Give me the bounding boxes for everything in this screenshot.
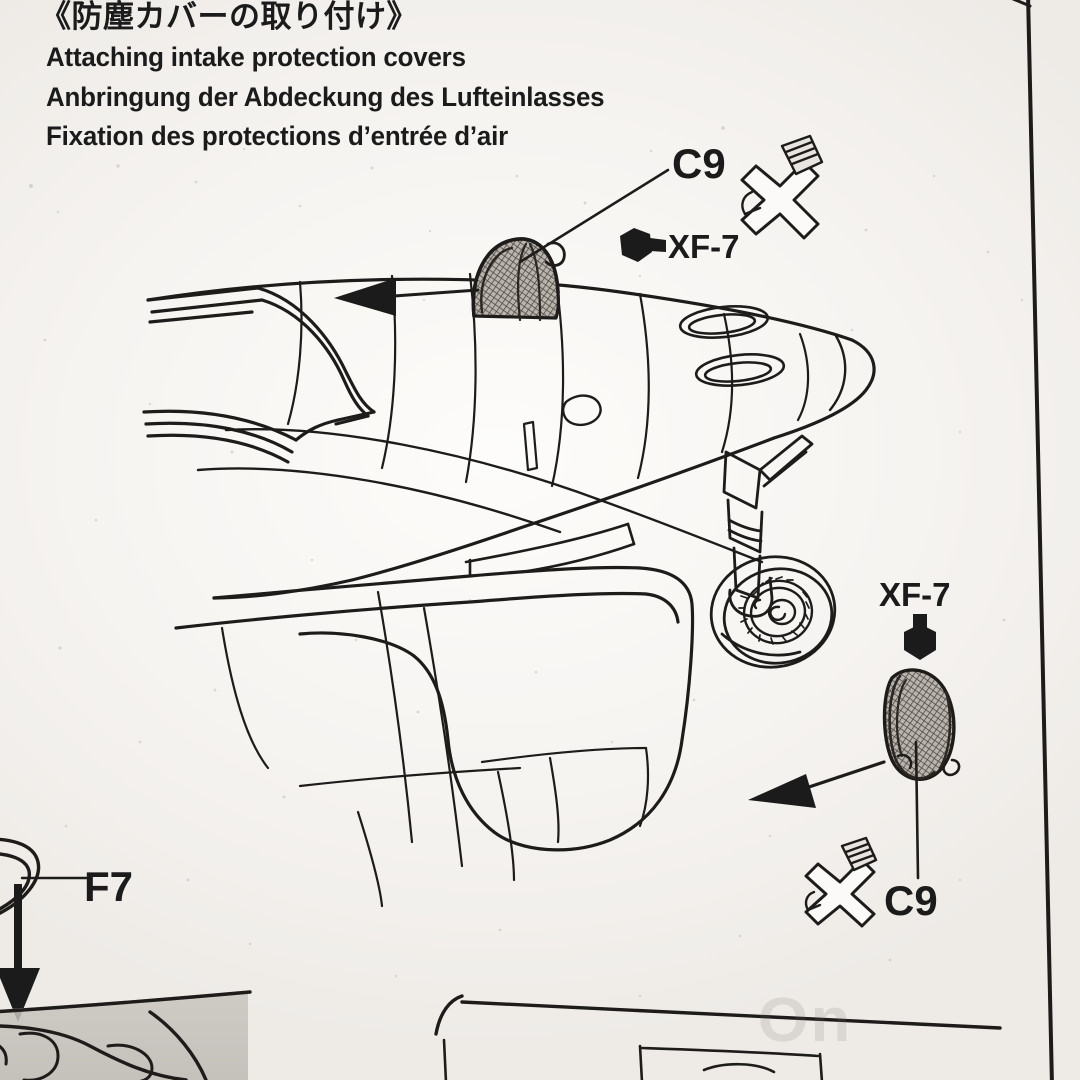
- step-title-english: Attaching intake protection covers: [46, 42, 466, 72]
- paint-label-xf7-upper: XF-7: [668, 228, 740, 265]
- wheel-hub-serration: [738, 576, 810, 645]
- part-f7-shape: [0, 837, 41, 916]
- part-label-c9-lower: C9: [884, 877, 938, 924]
- lower-fuselage-details: [0, 1031, 154, 1080]
- sprue-cutter-icon-bottom: [804, 836, 878, 928]
- page-border: [1026, 0, 1054, 1080]
- page-bleed-through-text: On: [757, 986, 853, 1055]
- part-label-f7: F7: [84, 863, 134, 910]
- nose-cap-seam: [828, 334, 847, 412]
- next-step-wing-panels: [442, 1038, 824, 1080]
- canopy-frame: [142, 286, 376, 464]
- wheel-hub-center: [753, 598, 797, 626]
- step-title-french: Fixation des protections d’entrée d’air: [46, 121, 509, 151]
- c9-bottom-leader: [914, 740, 920, 880]
- part-label-c9-upper: C9: [672, 140, 726, 187]
- page-border-top: [1011, 0, 1032, 8]
- wing-root-step: [464, 522, 636, 578]
- fuselage-panel-lines: [286, 272, 810, 488]
- f7-assembly-arrow: [0, 884, 40, 1022]
- exhaust-port-lower: [694, 353, 786, 387]
- step-title-german: Anbringung der Abdeckung des Lufteinlass…: [46, 82, 605, 112]
- assembly-arrow-lower-head: [748, 774, 816, 808]
- paint-bottle-icon-bottom: [904, 614, 936, 660]
- paint-label-xf7-lower: XF-7: [879, 576, 951, 613]
- wheel-hub: [742, 579, 814, 645]
- fuselage-bulge: [562, 394, 602, 427]
- next-step-wing: [434, 994, 1002, 1036]
- lower-fuselage-outline: [0, 990, 252, 1080]
- intake-cover-upper: [471, 237, 566, 322]
- fuselage-outline: [146, 277, 876, 600]
- assembly-arrow-upper: [392, 288, 480, 298]
- lower-fuselage-shade: [0, 992, 248, 1080]
- step-title-japanese: 《防塵カバーの取り付け》: [40, 0, 418, 35]
- wing-outline: [174, 565, 695, 852]
- sprue-cutter-icon-top: [740, 134, 824, 240]
- landing-gear-strut: [722, 434, 814, 618]
- paint-bottle-icon-top: [620, 228, 666, 262]
- assembly-arrow-upper-head: [334, 278, 396, 316]
- fuselage-vent: [522, 420, 539, 472]
- assembly-arrow-lower: [798, 760, 886, 792]
- wing-panel-lines: [220, 590, 650, 908]
- c9-top-leader: [518, 168, 670, 264]
- nose-wheel: [709, 555, 837, 669]
- exhaust-port-upper: [678, 305, 770, 339]
- fuselage-lower-seam: [196, 428, 764, 564]
- intake-cover-lower: [882, 668, 961, 782]
